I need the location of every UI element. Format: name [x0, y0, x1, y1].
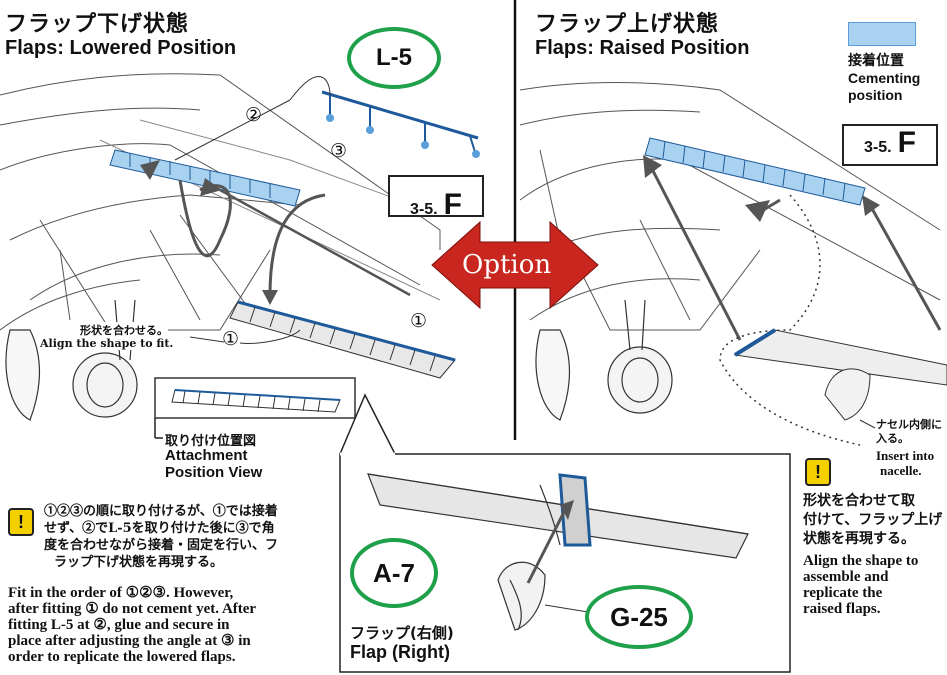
right-note-jp-line3: 状態を再現する。 — [803, 531, 915, 547]
cementing-legend-en-line1: Cementing — [848, 70, 921, 86]
part-l5-drawing — [321, 90, 479, 153]
part-a7-callout: A-7 — [350, 538, 438, 608]
left-note-en: Fit in the order of ①②③. However, after … — [8, 585, 256, 665]
left-title-en: Flaps: Lowered Position — [5, 37, 237, 59]
insert-nacelle-jp-line1: ナセル内側に — [876, 418, 942, 431]
left-note-en-line4: place after adjusting the angle at ③ in — [8, 633, 251, 649]
warning-icon: ! — [805, 458, 831, 486]
cementing-legend-en-line2: position — [848, 87, 903, 103]
right-arrows — [648, 164, 942, 341]
right-note-jp-line1: 形状を合わせて取 — [803, 493, 915, 509]
left-note-en-line5: order to replicate the lowered flaps. — [8, 649, 236, 665]
left-note-jp: ①②③の順に取り付けるが、①では接着 せず、②でL-5を取り付けた後に③で角 度… — [44, 503, 278, 571]
step-1-marker-right: ① — [410, 310, 428, 332]
left-gear-drawing — [5, 299, 138, 421]
option-label: Option — [462, 250, 552, 280]
right-note-en-line2: assemble and — [803, 569, 889, 585]
left-note-jp-line2: せず、②でL-5を取り付けた後に③で角 — [44, 521, 275, 536]
align-shape-en: Align the shape to fit. — [40, 337, 174, 350]
right-note-en-line3: replicate the — [803, 585, 883, 601]
right-note-en-line4: raised flaps. — [803, 601, 881, 617]
guide-line-2b — [174, 99, 291, 161]
step-3-marker: ③ — [330, 140, 348, 162]
left-note-jp-line1: ①②③の順に取り付けるが、①では接着 — [44, 504, 278, 519]
attachment-view-en: Attachment Position View — [165, 447, 262, 481]
left-arrows — [178, 179, 411, 297]
attachment-view-en-line1: Attachment — [165, 447, 248, 464]
right-gear-drawing — [535, 299, 673, 421]
flap-detail-drawing — [367, 473, 749, 631]
left-ref-prefix: 3-5. — [410, 201, 438, 218]
right-raised-flap — [644, 137, 866, 206]
right-wing-drawing — [519, 82, 941, 331]
right-title-jp: フラップ上げ状態 — [535, 12, 720, 37]
left-ref-box: 3-5. F — [388, 175, 484, 221]
flap-label-jp: フラップ(右側) — [350, 624, 454, 642]
insert-nacelle-en: Insert into nacelle. — [876, 448, 934, 478]
insert-nacelle-en-line1: Insert into — [876, 448, 935, 463]
right-note-jp: 形状を合わせて取 付けて、フラップ上げ 状態を再現する。 — [803, 492, 942, 549]
insert-nacelle-en-line2: nacelle. — [880, 463, 922, 478]
right-ref-letter: F — [897, 126, 916, 159]
attachment-view-en-line2: Position View — [165, 464, 263, 481]
right-detached-flap — [733, 328, 947, 421]
right-title-en: Flaps: Raised Position — [535, 37, 750, 59]
guide-line-2 — [289, 76, 331, 101]
part-g25-callout: G-25 — [585, 585, 693, 649]
step-2-marker: ② — [245, 104, 263, 126]
left-note-en-line2: after fitting ① do not cement yet. After — [8, 601, 257, 617]
cementing-legend-swatch — [848, 22, 916, 46]
right-note-en-line1: Align the shape to — [803, 553, 919, 569]
left-wing-drawing — [0, 73, 441, 331]
left-lower-flap — [229, 300, 456, 379]
nacelle-dotted-outline — [719, 194, 861, 446]
cementing-legend-en: Cementing position — [848, 70, 920, 104]
left-note-jp-line3: 度を合わせながら接着・固定を行い、フ — [44, 538, 279, 553]
left-title-jp: フラップ下げ状態 — [5, 12, 190, 37]
option-double-arrow-icon — [431, 220, 599, 310]
align-shape-jp: 形状を合わせる。 — [80, 322, 168, 338]
step-1-marker-left: ① — [222, 328, 240, 350]
flap-label-en: Flap (Right) — [350, 642, 450, 662]
warning-icon: ! — [8, 508, 34, 536]
left-note-en-line3: fitting L-5 at ②, glue and secure in — [8, 617, 230, 633]
right-ref-prefix: 3-5. — [864, 139, 892, 156]
right-ref-box: 3-5. F — [842, 124, 938, 166]
attachment-view-jp: 取り付け位置図 — [165, 434, 257, 449]
insert-nacelle-jp: ナセル内側に 入る。 — [876, 418, 942, 446]
cementing-legend-jp: 接着位置 — [848, 53, 904, 69]
right-note-jp-line2: 付けて、フラップ上げ — [803, 512, 943, 528]
left-ref-letter: F — [443, 188, 462, 221]
right-note-en: Align the shape to assemble and replicat… — [803, 553, 918, 617]
insert-nacelle-jp-line2: 入る。 — [876, 432, 909, 445]
left-note-jp-line4: ラップ下げ状態を再現する。 — [54, 555, 224, 570]
attachment-view-drawing — [154, 377, 356, 419]
left-note-en-line1: Fit in the order of ①②③. However, — [8, 585, 234, 601]
part-l5-callout: L-5 — [347, 27, 441, 89]
